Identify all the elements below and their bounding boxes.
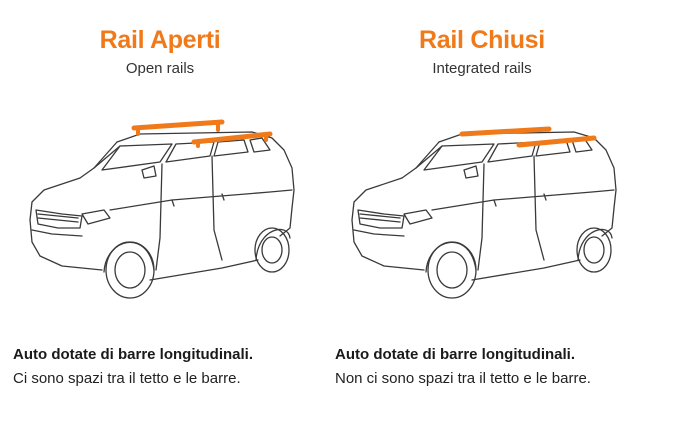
open-rails-description-text: Ci sono spazi tra il tetto e le barre. [13, 370, 241, 387]
open-rails-description-title: Auto dotate di barre longitudinali. [13, 346, 253, 363]
integrated-rails-subtitle: Integrated rails [432, 60, 532, 77]
open-roof-rails-icon [131, 119, 273, 148]
integrated-rails-title: Rail Chiusi [419, 26, 545, 54]
open-rails-subtitle: Open rails [125, 60, 195, 77]
open-rails-panel: Rail Aperti Open rails Auto dotate di ba… [13, 26, 295, 387]
suv-open-rails-icon [29, 119, 295, 299]
integrated-rails-description-title: Auto dotate di barre longitudinali. [335, 346, 575, 363]
integrated-roof-rails-icon [459, 126, 597, 148]
integrated-rails-panel: Rail Chiusi Integrated rails Auto dotate… [322, 0, 659, 431]
open-rails-title: Rail Aperti [99, 26, 221, 54]
suv-integrated-rails-icon [351, 126, 617, 299]
integrated-rails-description-text: Non ci sono spazi tra il tetto e le barr… [335, 370, 591, 387]
